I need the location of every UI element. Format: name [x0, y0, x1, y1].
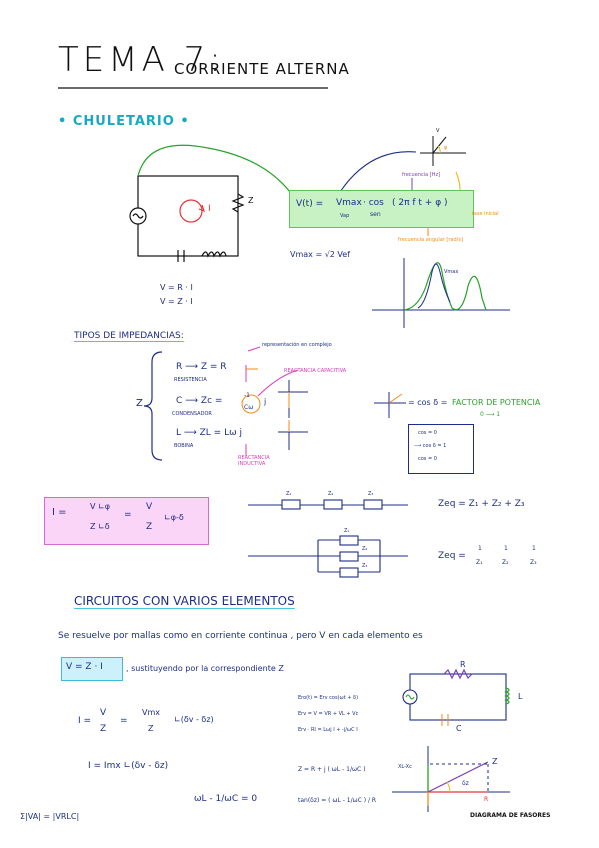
graph-vmax-label: Vmax [444, 269, 459, 275]
phasor-r-label: R [484, 796, 489, 803]
formula-sen: sen [370, 211, 381, 218]
i-eq-eq: = [120, 716, 128, 726]
angfreq-note: frecuencia angular [rad/s] [398, 237, 463, 243]
impedance-label: Z [248, 196, 254, 205]
eq-c: Erv · RI = Lωj I + -j/ωC I [298, 727, 358, 733]
ohm-angle: ∟φ-δ [164, 513, 184, 522]
rlc-c-label: C [456, 724, 462, 733]
rlc-l-label: L [518, 692, 523, 701]
inductor-row: L ⟶ ZL = Lω j [176, 428, 242, 438]
impedance-title: TIPOS DE IMPEDANCIAS: [74, 331, 184, 341]
signal-formula-box [289, 190, 474, 228]
boxed-formula: V = Z · I [66, 662, 103, 672]
ohm-eq: = [124, 510, 132, 520]
capacitor-j: j [264, 397, 267, 406]
multi-title: CIRCUITOS CON VARIOS ELEMENTOS [74, 594, 295, 608]
capacitor-sub: CONDENSADOR [172, 411, 212, 417]
phasor-diagram-label: DIAGRAMA DE FASORES [470, 812, 551, 819]
formula-arg: ( 2π f t + φ ) [392, 198, 448, 208]
page-subtitle: CORRIENTE ALTERNA [174, 60, 350, 78]
formula-vmax: Vmax [336, 198, 362, 208]
resistor-row: R ⟶ Z = R [176, 362, 227, 372]
eq-a: Ero(t) = Erv cos(ωt + δ) [298, 695, 359, 701]
abs-formula: Σ|VA| = |VRLC| [20, 812, 80, 821]
pf-line-3: cos = 0 [418, 456, 437, 462]
phasor-phi-label: φ [444, 145, 448, 151]
resonance-formula: ωL - 1/ωC = 0 [194, 794, 258, 804]
capacitor-num: -1 [244, 392, 250, 399]
eq-b: Erv = V = VR + VL + Vc [298, 711, 359, 717]
i-eq-z: Z [100, 724, 107, 734]
current-loop-icon [179, 199, 203, 223]
parallel-d1: Z₁ [476, 559, 483, 566]
ac-circuit-diagram [129, 175, 245, 262]
ohm-box [44, 497, 209, 545]
parallel-d2: Z₂ [502, 559, 509, 566]
series-z3: Z₃ [368, 491, 374, 497]
ohm-eq-z: V = Z · I [160, 297, 193, 306]
cheatsheet-heading: • CHULETARIO • [58, 114, 190, 129]
resistor-sub: RESISTENCIA [174, 377, 207, 383]
formula-cos: · cos [363, 198, 384, 208]
i-eq-v: V [100, 708, 107, 718]
vmax-relation: Vmax = √2 Vef [290, 250, 351, 259]
formula-v: V(t) = [296, 199, 324, 209]
parallel-z2: Z₂ [362, 546, 368, 552]
parallel-z1: Z₁ [344, 528, 350, 534]
pf-label: FACTOR DE POTENCIA [452, 398, 541, 407]
ohm-z-delta: Z ∟δ [90, 522, 110, 531]
inductor-sub: BOBINA [174, 443, 194, 449]
pf-line-1: cos = 0 [418, 430, 437, 436]
ohm-eq-r: V = R · I [160, 283, 193, 292]
freq-note: frecuencia [Hz] [402, 172, 441, 178]
parallel-n2: 1 [504, 545, 508, 552]
i-eq-vmx: Vmx [142, 708, 160, 717]
phasor-delta-label: δz [462, 780, 469, 787]
multi-line-2: , sustituyendo por la correspondiente Z [126, 664, 284, 673]
ohm-v-phi: V ∟φ [90, 502, 110, 511]
parallel-label: Zeq = [438, 551, 466, 561]
resistor-note: representación en complejo [262, 342, 332, 348]
parallel-n1: 1 [478, 545, 482, 552]
series-z1: Z₁ [286, 491, 292, 497]
ohm-v: V [146, 502, 153, 512]
i-eq-2: I = Imx ∟(δv - δz) [88, 761, 169, 771]
capacitor-row: C ⟶ Zc = [176, 396, 223, 406]
tan-formula: tan(δz) = ( ωL - 1/ωC ) / R [298, 797, 377, 804]
i-eq-angle: ∟(δv - δz) [174, 715, 214, 724]
ohm-i: I = [52, 507, 67, 518]
multi-line-1: Se resuelve por mallas como en corriente… [58, 631, 423, 641]
phasor-z-label: Z [492, 757, 498, 766]
series-z2: Z₂ [328, 491, 334, 497]
phasor-x-label: XL-Xc [398, 764, 412, 770]
phasor-v-label: V [436, 128, 440, 134]
i-eq-zb: Z [148, 724, 154, 733]
pf-range: 0 ⟶ 1 [480, 411, 501, 418]
zeq-formula: Z = R + j ( ωL - 1/ωC ) [298, 766, 366, 773]
boxed-formula-bg [61, 657, 123, 681]
capacitor-den: Cω [244, 404, 254, 411]
parallel-z3: Z₃ [362, 563, 368, 569]
parallel-n3: 1 [532, 545, 536, 552]
pf-box [408, 424, 474, 474]
pf-line-2: ⟶ cos δ = 1 [414, 443, 447, 449]
pf-formula: = cos δ = [408, 398, 448, 407]
formula-vap: Vap [340, 213, 350, 219]
parallel-d3: Z₃ [530, 559, 537, 566]
rlc-r-label: R [460, 660, 466, 669]
phase-note: fase inicial [472, 211, 499, 217]
capacitor-note: REACTANCIA CAPACITIVA [284, 368, 347, 374]
current-label: I [208, 204, 211, 214]
ohm-z: Z [146, 522, 153, 532]
series-formula: Zeq = Z₁ + Z₂ + Z₃ [438, 499, 525, 509]
page-title: TEMA 7: [58, 40, 225, 80]
i-eq-a: I = [78, 716, 92, 726]
impedance-z: Z [136, 398, 143, 409]
inductor-note: REACTANCIA INDUCTIVA [238, 455, 270, 467]
